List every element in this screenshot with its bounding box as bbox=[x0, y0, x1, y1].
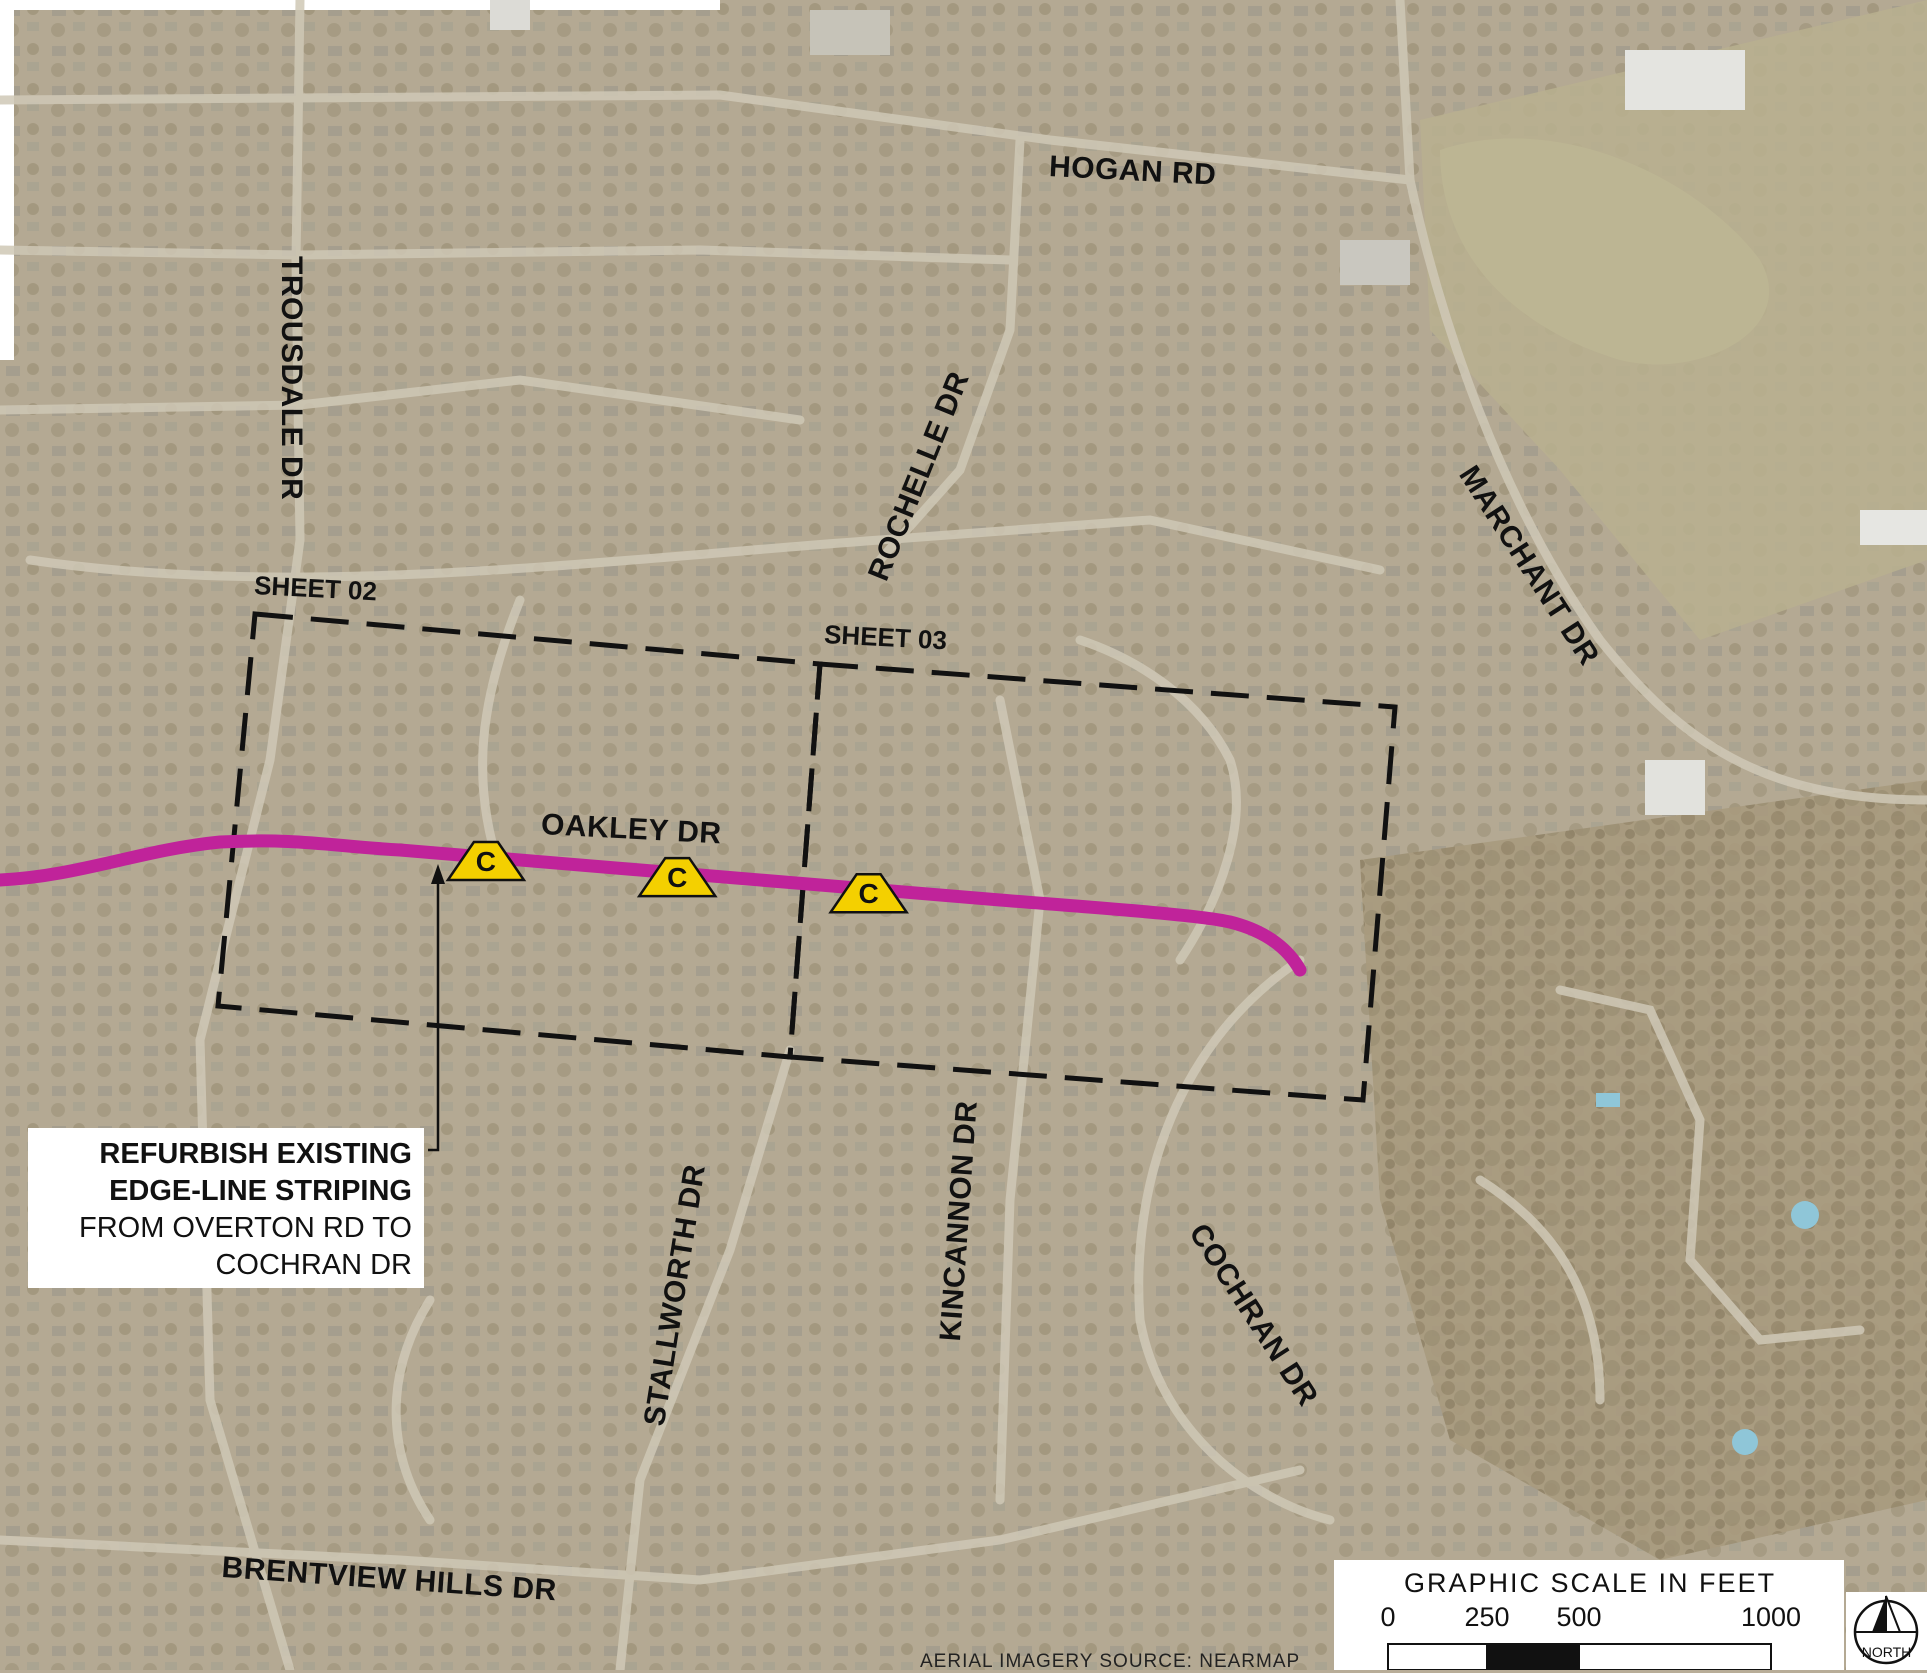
label-sheet-03: SHEET 03 bbox=[823, 619, 948, 656]
callout-line-3: FROM OVERTON RD TO bbox=[78, 1212, 412, 1244]
north-label: NORTH bbox=[1861, 1644, 1912, 1660]
callout-leader bbox=[428, 864, 445, 1152]
scale-tick-1000: 1000 bbox=[1740, 1602, 1802, 1632]
building bbox=[490, 0, 530, 30]
pool bbox=[1596, 1093, 1620, 1107]
callout-line-4: COCHRAN DR bbox=[215, 1249, 412, 1281]
park-area-2 bbox=[1440, 138, 1770, 365]
pool bbox=[1791, 1201, 1819, 1229]
scale-tick-0: 0 bbox=[1380, 1602, 1396, 1632]
building bbox=[1860, 510, 1927, 545]
white-margin bbox=[0, 0, 14, 360]
pool bbox=[1732, 1429, 1758, 1455]
scale-bar bbox=[1387, 1643, 1772, 1670]
label-sheet-02: SHEET 02 bbox=[253, 570, 378, 607]
north-arrow-icon bbox=[1853, 1595, 1919, 1665]
label-trousdale-dr: TROUSDALE DR bbox=[275, 256, 308, 501]
building bbox=[810, 10, 890, 55]
callout-refurbish-striping: REFURBISH EXISTING EDGE-LINE STRIPING FR… bbox=[28, 1128, 424, 1288]
building bbox=[1625, 50, 1745, 110]
sheet-03-boundary bbox=[787, 661, 1398, 1103]
scale-title: GRAPHIC SCALE IN FEET bbox=[1404, 1568, 1777, 1598]
graphic-scale: GRAPHIC SCALE IN FEET 0 250 500 1000 bbox=[1334, 1560, 1844, 1670]
wooded-area bbox=[1360, 780, 1927, 1560]
north-arrow: NORTH bbox=[1846, 1592, 1927, 1670]
scale-tick-500: 500 bbox=[1556, 1602, 1602, 1632]
callout-line-2: EDGE-LINE STRIPING bbox=[109, 1175, 412, 1207]
white-margin-top bbox=[14, 0, 720, 10]
building bbox=[1340, 240, 1410, 285]
building bbox=[1645, 760, 1705, 815]
callout-line-1: REFURBISH EXISTING bbox=[99, 1138, 412, 1170]
scale-tick-250: 250 bbox=[1464, 1602, 1510, 1632]
imagery-source: AERIAL IMAGERY SOURCE: NEARMAP bbox=[920, 1651, 1301, 1672]
